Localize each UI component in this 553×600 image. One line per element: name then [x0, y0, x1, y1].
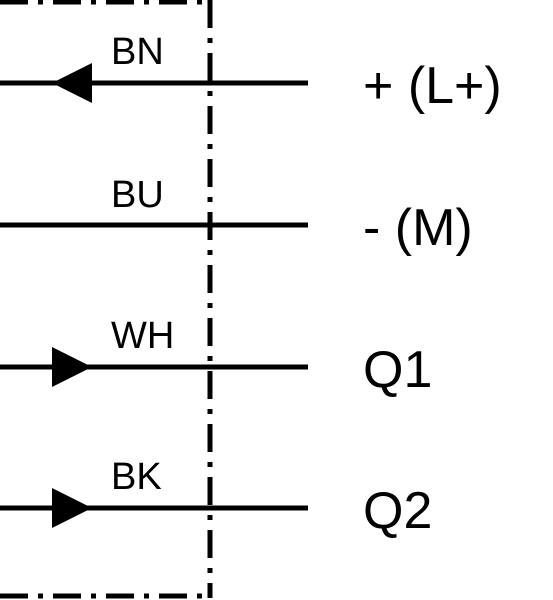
- wire-bn: BN + (L+): [0, 31, 502, 115]
- wire-bn-terminal: + (L+): [363, 57, 502, 115]
- wire-wh-terminal: Q1: [363, 341, 432, 399]
- wire-wh-arrow-icon: [52, 347, 92, 387]
- sensor-housing-boundary: [0, 0, 213, 599]
- wire-bk: BK Q2: [0, 456, 432, 540]
- wire-bn-arrow-icon: [52, 63, 92, 103]
- wire-wh: WH Q1: [0, 315, 432, 399]
- wire-bu: BU - (M): [0, 174, 473, 257]
- wire-bk-terminal: Q2: [363, 482, 432, 540]
- wire-bk-code: BK: [111, 456, 162, 498]
- wire-bu-code: BU: [111, 174, 164, 216]
- wire-bn-code: BN: [111, 31, 164, 73]
- wire-wh-code: WH: [111, 315, 174, 357]
- wire-bk-arrow-icon: [52, 488, 92, 528]
- wire-bu-terminal: - (M): [363, 199, 473, 257]
